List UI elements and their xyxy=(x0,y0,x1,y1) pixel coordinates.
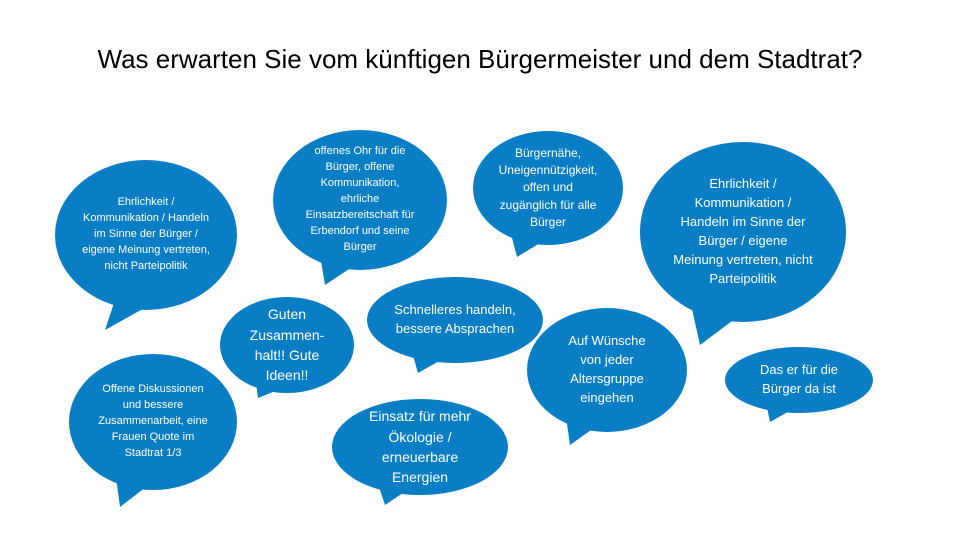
speech-bubble xyxy=(220,297,354,398)
speech-bubble-body xyxy=(273,130,447,270)
speech-bubble-text: Das er für die Bürger da ist xyxy=(759,362,839,396)
speech-bubble-body xyxy=(332,399,508,495)
speech-bubble-body xyxy=(725,347,873,413)
speech-bubble xyxy=(640,142,846,345)
speech-bubble-body xyxy=(220,297,354,393)
speech-bubble-text: Ehrlichkeit / Kommunikation / Handeln im… xyxy=(673,176,813,286)
speech-bubble-text: Bürgernähe, Uneigennützigkeit, offen und… xyxy=(498,145,598,230)
speech-bubble-text: Ehrlichkeit / Kommunikation / Handeln im… xyxy=(82,196,210,272)
speech-bubble-body xyxy=(69,354,237,490)
speech-bubble xyxy=(332,399,508,505)
speech-bubble xyxy=(473,131,623,257)
speech-bubble-text: Schnelleres handeln, bessere Absprachen xyxy=(394,302,516,336)
speech-bubble xyxy=(527,308,687,445)
speech-bubble-text: Auf Wünsche von jeder Altersgruppe einge… xyxy=(568,333,646,405)
speech-bubble-text: Guten Zusammen-halt!! Gute Ideen!! xyxy=(249,306,325,384)
speech-bubble-body xyxy=(367,277,543,363)
speech-bubble xyxy=(55,160,237,330)
speech-bubble xyxy=(69,354,237,507)
speech-bubble-text: Offene Diskussionen und bessere Zusammen… xyxy=(98,383,208,459)
speech-bubble-text: offenes Ohr für die Bürger, offene Kommu… xyxy=(305,145,415,253)
speech-bubble-body xyxy=(640,142,846,322)
slide-title: Was erwarten Sie vom künftigen Bürgermei… xyxy=(97,44,863,74)
speech-bubble-body xyxy=(55,160,237,310)
speech-bubble-body xyxy=(527,308,687,432)
speech-bubble-text: Einsatz für mehr Ökologie / erneuerbare … xyxy=(369,408,471,486)
speech-bubble xyxy=(273,130,447,285)
speech-bubble xyxy=(725,347,873,422)
speech-bubble-body xyxy=(473,131,623,245)
speech-bubble xyxy=(367,277,543,373)
